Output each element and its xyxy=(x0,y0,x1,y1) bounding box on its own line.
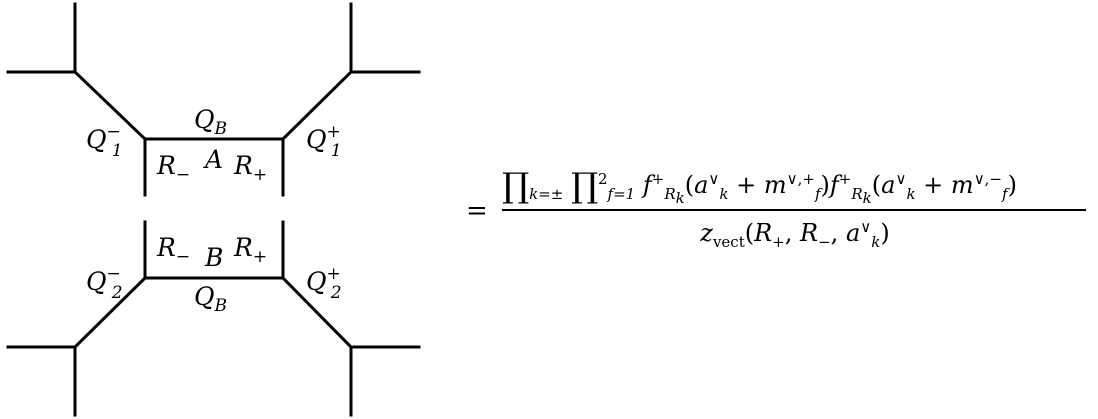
r-plus-arg: R xyxy=(754,219,773,247)
a-1: a xyxy=(694,171,709,199)
f-factor-1: f xyxy=(642,171,652,199)
paren-open-1: ( xyxy=(684,171,695,199)
plus-2: + xyxy=(923,171,944,199)
formula-numerator: ∏k=± ∏2f=1 f+Rk(a∨k + m∨,+f)f+Rk(a∨k + m… xyxy=(502,166,1017,207)
f-factor-2: f xyxy=(829,171,839,199)
z-vect: z xyxy=(700,219,713,247)
label-q2-plus: Q+2 xyxy=(306,264,342,303)
paren-close-1: ) xyxy=(820,171,830,199)
label-qb-top: QB xyxy=(194,105,227,139)
plus-1: + xyxy=(736,171,757,199)
m-1: m xyxy=(763,171,787,199)
label-q1-plus: Q+1 xyxy=(306,122,342,161)
product-symbol-k: ∏ xyxy=(502,166,530,206)
face-label-b: B xyxy=(204,243,223,272)
formula: = ∏k=± ∏2f=1 f+Rk(a∨k + m∨,+f)f+Rk(a∨k +… xyxy=(466,166,1090,276)
top-web xyxy=(6,2,421,197)
label-q2-minus: Q−2 xyxy=(86,264,123,303)
paren-open-2: ( xyxy=(871,171,882,199)
label-qb-bottom: QB xyxy=(194,282,227,316)
label-r-plus-top: R+ xyxy=(233,151,267,185)
product-f-range: f=1 xyxy=(607,184,636,203)
formula-denominator: zvect(R+, R−, a∨k) xyxy=(700,218,890,251)
product-k-range: k=± xyxy=(529,184,564,203)
a-arg: a xyxy=(845,219,861,247)
face-label-a: A xyxy=(203,145,223,174)
label-r-minus-top: R− xyxy=(156,151,190,185)
f-sub-2: Rk xyxy=(851,184,872,207)
f-sub-1: Rk xyxy=(664,184,685,207)
paren-close-2: ) xyxy=(1007,171,1017,199)
label-r-plus-bottom: R+ xyxy=(233,233,267,267)
m-2: m xyxy=(950,171,974,199)
label-r-minus-bottom: R− xyxy=(156,233,190,267)
bottom-left-diagonal-edge xyxy=(72,275,148,350)
r-minus-arg: R xyxy=(800,219,819,247)
fraction-bar xyxy=(502,209,1086,211)
bottom-right-diagonal-edge xyxy=(280,275,354,350)
product-symbol-f: ∏ xyxy=(570,166,598,206)
top-right-diagonal-edge xyxy=(280,69,354,142)
f-sup-1: + xyxy=(651,170,665,188)
label-q1-minus: Q−1 xyxy=(86,122,123,161)
bottom-web xyxy=(6,220,421,417)
product-f-upper: 2 xyxy=(598,170,608,188)
top-left-diagonal-edge xyxy=(72,69,148,142)
brane-web-diagram: Q−1 QB Q+1 R− A R+ R− B R+ Q−2 QB Q+2 xyxy=(6,2,421,417)
equals-sign: = xyxy=(466,196,488,226)
a-2: a xyxy=(881,171,896,199)
